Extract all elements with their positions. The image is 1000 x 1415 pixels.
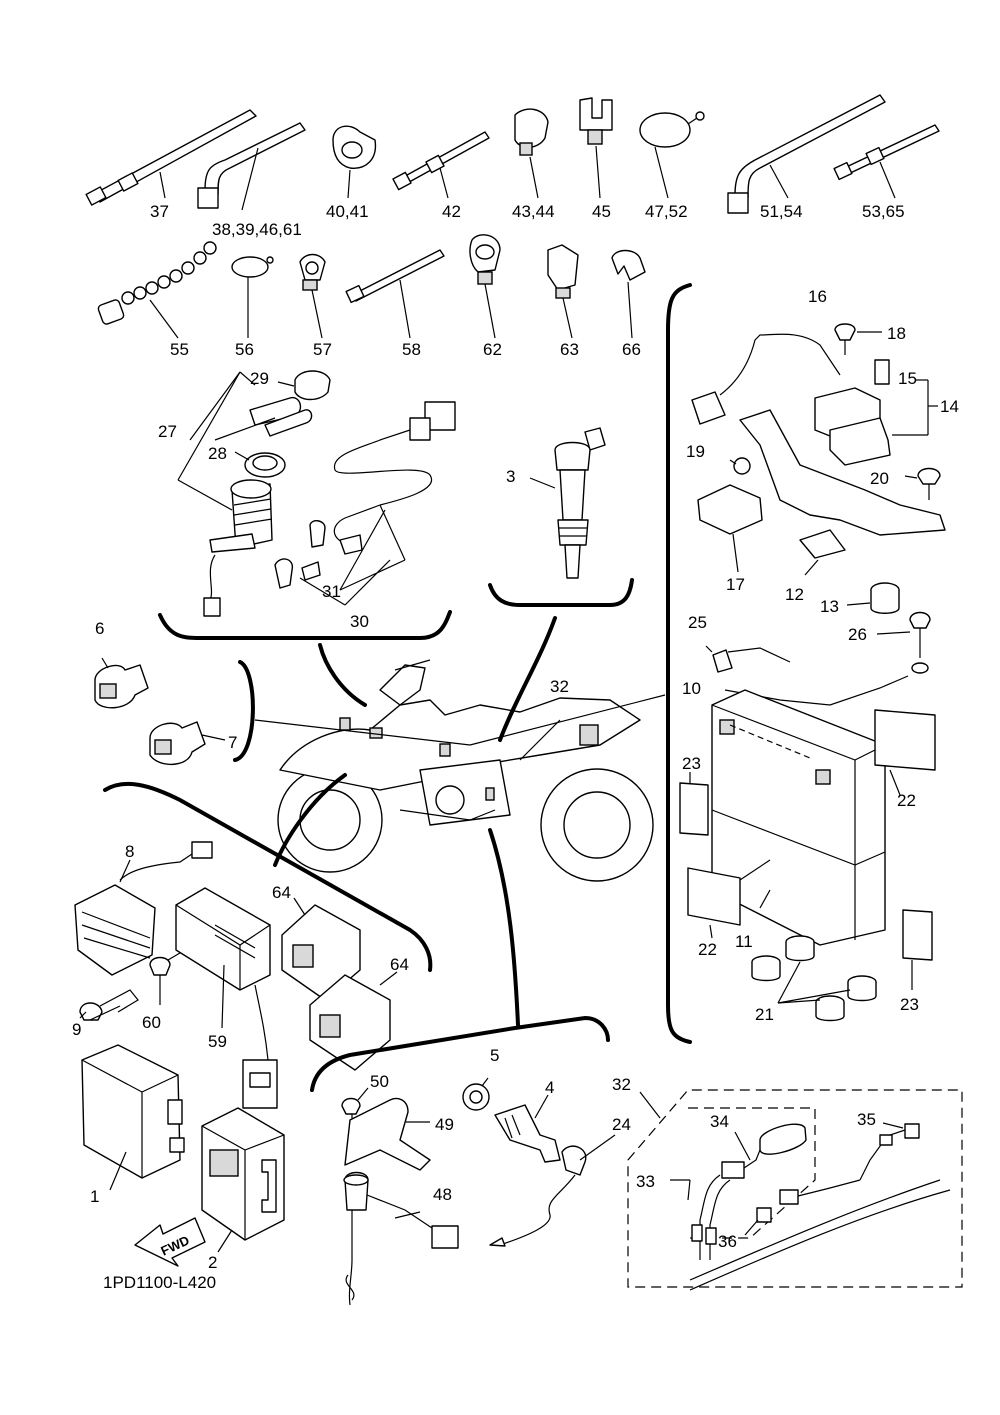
callout-32-top: 32 [550,677,569,696]
callout-56: 56 [235,340,254,359]
callout-62: 62 [483,340,502,359]
callout-34: 34 [710,1112,729,1131]
callout-18: 18 [887,324,906,343]
callout-38: 38,39,46,61 [212,220,302,239]
callout-45: 45 [592,202,611,221]
callout-12: 12 [785,585,804,604]
battery-group [666,283,946,1044]
rectifier-group [74,782,433,1109]
part-42-cable-tie [392,131,490,199]
ignition-coil-group [488,427,634,607]
callout-57: 57 [313,340,332,359]
callout-13: 13 [820,597,839,616]
part-63-clamp [547,244,579,339]
callout-31: 31 [322,582,341,601]
callout-21: 21 [755,1005,774,1024]
callout-22-left: 22 [698,940,717,959]
callout-33: 33 [636,1172,655,1191]
callout-53: 53,65 [862,202,905,221]
callout-37: 37 [150,202,169,221]
callout-28: 28 [208,444,227,463]
callout-25: 25 [688,613,707,632]
rubber-21-a [751,955,781,982]
part-43-clamp [514,108,549,199]
callout-55: 55 [170,340,189,359]
atv-illustration [277,659,654,882]
part-62-clamp [469,234,501,339]
sensor-group [310,1015,616,1306]
callout-27: 27 [158,422,177,441]
part-53-cable-tie [833,124,940,199]
callout-43: 43,44 [512,202,555,221]
switch-group-6-7 [94,657,255,766]
callout-19: 19 [686,442,705,461]
callout-24: 24 [612,1115,631,1134]
part-58-cable-tie [345,249,445,339]
sensor-wiring-group [274,401,456,606]
part-51-cable-tie [727,94,886,214]
callout-32-bottom: 32 [612,1075,631,1094]
part-38-cable-tie [197,122,306,211]
callout-42: 42 [442,202,461,221]
callout-23-right: 23 [900,995,919,1014]
part-55-bead-tie [97,241,217,339]
callout-58: 58 [402,340,421,359]
rubber-21-c [815,995,845,1022]
rubber-21-d [847,975,877,1002]
callout-49: 49 [435,1115,454,1134]
callout-50: 50 [370,1072,389,1091]
callout-60: 60 [142,1013,161,1032]
callout-5: 5 [490,1046,499,1065]
part-40-clamp [332,125,377,199]
callout-15: 15 [898,369,917,388]
callout-2: 2 [208,1253,217,1272]
callout-3: 3 [506,467,515,486]
callout-30: 30 [350,612,369,631]
part-45-clip [579,97,613,199]
callout-64-top: 64 [272,883,291,902]
callout-35: 35 [857,1110,876,1129]
callout-51: 51,54 [760,202,803,221]
callout-7: 7 [228,733,237,752]
callout-10: 10 [682,679,701,698]
callout-64-bottom: 64 [390,955,409,974]
callout-29: 29 [250,369,269,388]
callout-9: 9 [72,1020,81,1039]
callout-17: 17 [726,575,745,594]
callout-36: 36 [718,1232,737,1251]
callout-4: 4 [545,1078,554,1097]
callout-26: 26 [848,625,867,644]
callout-labels: 37 38,39,46,61 40,41 42 43,44 45 47,52 5… [72,202,959,1292]
part-47-band [639,111,705,199]
diagram-code: 1PD1100-L420 [103,1273,216,1292]
rubber-21-b [785,935,815,962]
part-66-clip [611,249,646,339]
part-56-band [231,256,274,338]
callout-11: 11 [735,932,753,951]
callout-23-left: 23 [682,754,701,773]
ecu-group [81,1044,285,1267]
wire-harness-group [627,1089,963,1291]
callout-47: 47,52 [645,202,688,221]
callout-22-right: 22 [897,791,916,810]
callout-66: 66 [622,340,641,359]
callout-14: 14 [940,397,959,416]
part-37-cable-tie [85,109,257,206]
callout-8: 8 [125,842,134,861]
callout-1: 1 [90,1187,99,1206]
callout-48: 48 [433,1185,452,1204]
callout-40: 40,41 [326,202,369,221]
main-switch-group [158,370,452,640]
callout-63: 63 [560,340,579,359]
part-57-clamp [299,253,326,339]
callout-16: 16 [808,287,827,306]
callout-6: 6 [95,619,104,638]
callout-59: 59 [208,1032,227,1051]
callout-20: 20 [870,469,889,488]
